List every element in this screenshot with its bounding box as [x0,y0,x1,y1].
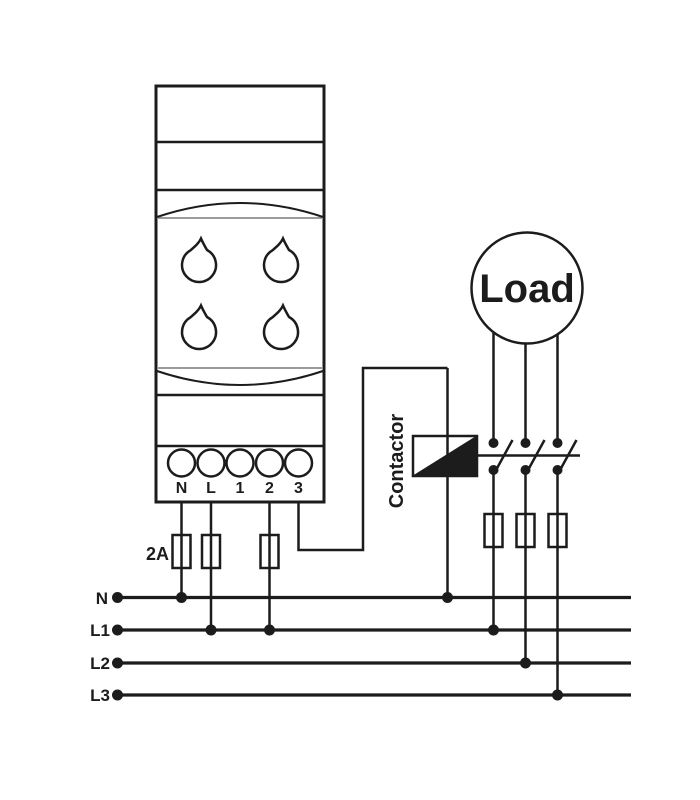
fuse-symbol [259,533,280,570]
fuse-symbol [547,512,568,549]
bus-label-n: N [96,589,108,608]
junction-dot [205,624,217,636]
terminal-circle [225,448,255,478]
terminal-circle [196,448,226,478]
fuse-rating-label: 2A [146,544,169,564]
terminal-label: 2 [265,480,274,497]
load-circle [470,231,584,345]
device-wires [180,366,448,630]
rotary-knob [262,235,300,284]
lens-arc-bottom [156,370,324,386]
bus-start-dot [112,689,123,701]
bus-label-l1: L1 [90,621,110,640]
rotary-knob [180,302,218,351]
contact-dot [488,438,499,448]
bus-label-l3: L3 [90,686,110,705]
device-outline [154,84,326,504]
junction-dot [520,657,531,669]
fuse-symbol [483,512,504,549]
rotary-knob [262,302,300,351]
junction-dot [442,592,453,603]
contact-dot [552,438,563,448]
rotary-knob [180,235,218,284]
fuse-symbol [200,533,222,570]
supply-buses: N L1 L2 L3 [90,589,631,705]
switch-poles [483,333,578,695]
terminal-label: 1 [236,480,245,497]
terminal-label: 3 [294,480,303,497]
bus-label-l2: L2 [90,654,110,673]
terminal-circle [283,448,314,478]
terminal-circle [254,448,285,478]
control-fuses: 2A [146,533,280,570]
switch-blade [526,439,546,472]
bus-start-dot [112,592,123,603]
junction-dot [176,592,187,603]
terminal-row: N L 1 2 3 [166,448,314,497]
fuse-symbol [515,512,536,549]
terminal-label: L [206,480,216,497]
load: Load [470,231,584,345]
load-label: Load [479,267,575,311]
bus-start-dot [112,657,123,669]
switch-blade [494,439,514,472]
switch-blade [558,439,578,472]
rotary-knobs [180,235,300,351]
contact-dot [520,438,531,448]
din-device: N L 1 2 3 [154,84,326,504]
contactor: Contactor [386,368,580,598]
contactor-label: Contactor [386,414,408,509]
bus-start-dot [112,624,123,636]
fuse-symbol [171,533,192,570]
junction-dot [488,624,499,636]
terminal-label: N [176,480,188,497]
lens-arc-top [156,202,324,218]
terminal-circle [166,448,197,478]
junction-dot [552,689,563,701]
junction-dot [264,624,275,636]
wire-terminal-3-to-contactor [297,366,448,552]
